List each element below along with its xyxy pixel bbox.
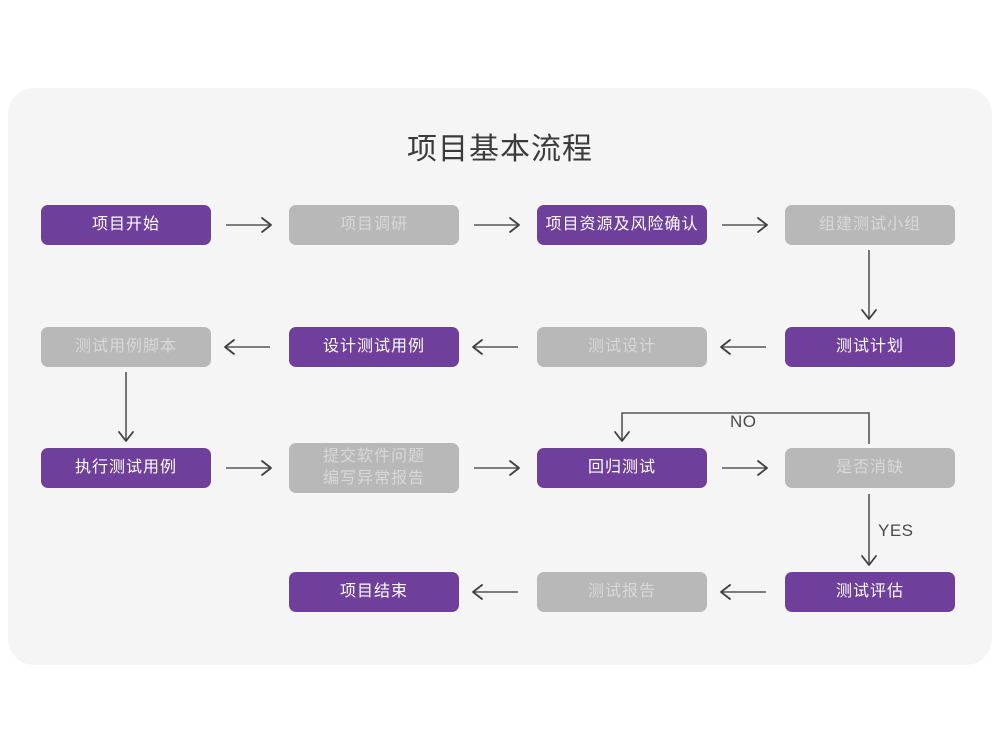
node-label: 项目开始 <box>91 216 160 233</box>
node-label: 是否消缺 <box>835 459 904 476</box>
node-submit-defect-report[interactable]: 提交软件问题 编写异常报告 <box>289 443 459 493</box>
node-test-plan[interactable]: 测试计划 <box>785 327 955 367</box>
node-test-case-script[interactable]: 测试用例脚本 <box>41 327 211 367</box>
node-project-start[interactable]: 项目开始 <box>41 205 211 245</box>
node-label: 测试用例脚本 <box>74 338 177 355</box>
node-label: 测试计划 <box>835 338 904 355</box>
node-design-test-case[interactable]: 设计测试用例 <box>289 327 459 367</box>
node-label: 执行测试用例 <box>74 459 177 476</box>
node-project-research[interactable]: 项目调研 <box>289 205 459 245</box>
edge-label-no: NO <box>730 412 757 431</box>
node-label: 提交软件问题 编写异常报告 <box>322 448 425 487</box>
node-label: 项目结束 <box>339 583 408 600</box>
node-label: 测试报告 <box>587 583 656 600</box>
node-label: 设计测试用例 <box>322 338 425 355</box>
node-defect-cleared[interactable]: 是否消缺 <box>785 448 955 488</box>
node-test-design[interactable]: 测试设计 <box>537 327 707 367</box>
node-regression-test[interactable]: 回归测试 <box>537 448 707 488</box>
page-title: 项目基本流程 <box>407 133 593 166</box>
node-label: 测试评估 <box>835 583 904 600</box>
node-label: 测试设计 <box>587 338 656 355</box>
node-test-evaluation[interactable]: 测试评估 <box>785 572 955 612</box>
node-test-report[interactable]: 测试报告 <box>537 572 707 612</box>
diagram-card <box>8 88 992 665</box>
node-form-test-team[interactable]: 组建测试小组 <box>785 205 955 245</box>
node-label: 项目资源及风险确认 <box>545 216 699 233</box>
node-execute-test-case[interactable]: 执行测试用例 <box>41 448 211 488</box>
node-label: 组建测试小组 <box>818 216 921 233</box>
edge-label-yes: YES <box>878 521 914 540</box>
node-label: 回归测试 <box>587 459 656 476</box>
node-label: 项目调研 <box>339 216 408 233</box>
node-resource-risk-confirm[interactable]: 项目资源及风险确认 <box>537 205 707 245</box>
node-project-end[interactable]: 项目结束 <box>289 572 459 612</box>
